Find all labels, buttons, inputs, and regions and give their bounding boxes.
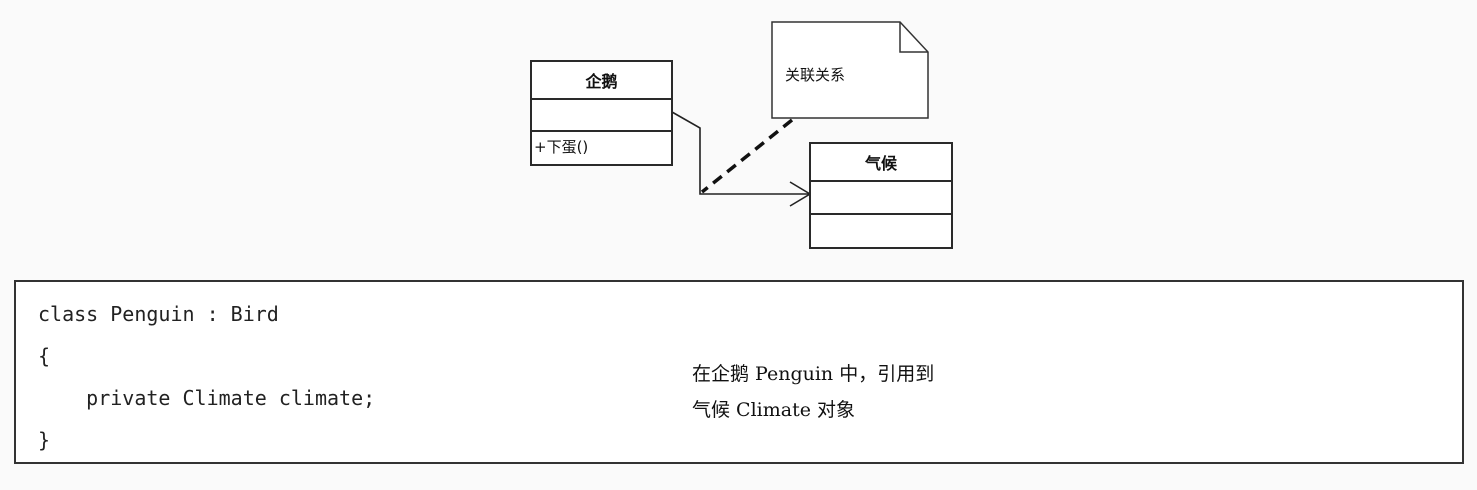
note-label: 关联关系 <box>785 66 846 84</box>
penguin-attributes-compartment <box>532 100 671 132</box>
code-box: class Penguin : Bird { private Climate c… <box>14 280 1464 464</box>
code-line-1: class Penguin : Bird <box>38 302 279 326</box>
penguin-operation-lay-egg: +下蛋() <box>534 138 589 156</box>
note-shape <box>771 21 929 119</box>
code-line-2: { <box>38 344 51 368</box>
callout-line-1: 在企鹅 Penguin 中，引用到 <box>692 363 935 385</box>
code-line-3: private Climate climate; <box>38 386 376 410</box>
climate-class-box[interactable]: 气候 <box>809 142 953 249</box>
note-anchor-line <box>700 118 794 194</box>
climate-operations-compartment <box>811 215 951 247</box>
note-fold <box>899 22 928 53</box>
callout-line-2: 气候 Climate 对象 <box>692 399 855 421</box>
penguin-class-name: 企鹅 <box>532 62 671 100</box>
climate-class-name: 气候 <box>811 144 951 182</box>
code-line-4: } <box>38 428 51 452</box>
climate-attributes-compartment <box>811 182 951 215</box>
penguin-class-box[interactable]: 企鹅 +下蛋() <box>530 60 673 166</box>
association-line <box>671 111 810 195</box>
